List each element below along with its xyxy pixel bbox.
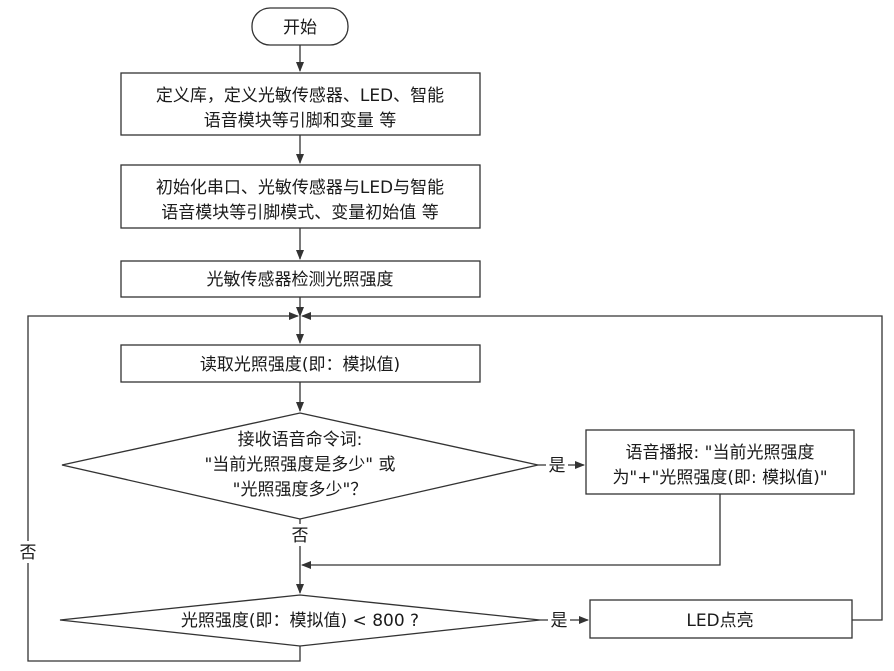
arrow-led-return [301,312,883,621]
define-process: 定义库，定义光敏传感器、LED、智能 语音模块等引脚和变量 等 [120,72,481,136]
led-label: LED点亮 [686,611,753,631]
start-shape [251,7,349,46]
detect-label: 光敏传感器检测光照强度 [207,270,394,290]
connectors [27,45,883,662]
broadcast-process: 语音播报: "当前光照强度 为"+"光照强度(即: 模拟值)" [585,429,855,495]
broadcast-box [585,429,855,495]
broadcast-label-line1: 语音播报: "当前光照强度 [626,443,815,463]
define-label-line1: 定义库，定义光敏传感器、LED、智能 [156,86,444,106]
init-process: 初始化串口、光敏传感器与LED与智能 语音模块等引脚模式、变量初始值 等 [120,164,481,229]
read-process: 读取光照强度(即：模拟值) [120,344,481,383]
led-box [589,599,853,639]
arrow-threshold-no-return [27,312,301,662]
start-terminal: 开始 [251,7,349,46]
voice-decision: 接收语音命令词: "当前光照强度是多少" 或 "光照强度多少"？ [61,412,539,520]
edge-label-threshold-yes: 是 [551,611,568,631]
threshold-decision-diamond [59,594,541,647]
threshold-decision-label: 光照强度(即：模拟值) < 800 ? [181,611,419,631]
voice-decision-line2: "当前光照强度是多少" 或 [204,455,395,475]
read-box [120,344,481,383]
led-process: LED点亮 [589,599,853,639]
arrow-broadcast-return [301,494,721,569]
threshold-decision: 光照强度(即：模拟值) < 800 ? [59,594,541,647]
voice-decision-diamond [61,412,539,520]
voice-decision-line1: 接收语音命令词: [238,430,363,450]
read-label: 读取光照强度(即：模拟值) [200,355,400,375]
edge-label-voice-no: 否 [292,526,309,546]
init-box [120,164,481,229]
start-label: 开始 [283,18,317,38]
edge-label-threshold-no: 否 [20,543,37,563]
init-label-line1: 初始化串口、光敏传感器与LED与智能 [156,178,444,198]
detect-process: 光敏传感器检测光照强度 [120,260,481,298]
define-box [120,72,481,136]
edge-label-voice-yes: 是 [549,456,566,476]
voice-decision-line3: "光照强度多少"？ [233,480,368,500]
init-label-line2: 语音模块等引脚模式、变量初始值 等 [161,203,438,223]
define-label-line2: 语音模块等引脚和变量 等 [204,111,396,131]
detect-box [120,260,481,298]
broadcast-label-line2: 为"+"光照强度(即: 模拟值)" [612,468,827,488]
